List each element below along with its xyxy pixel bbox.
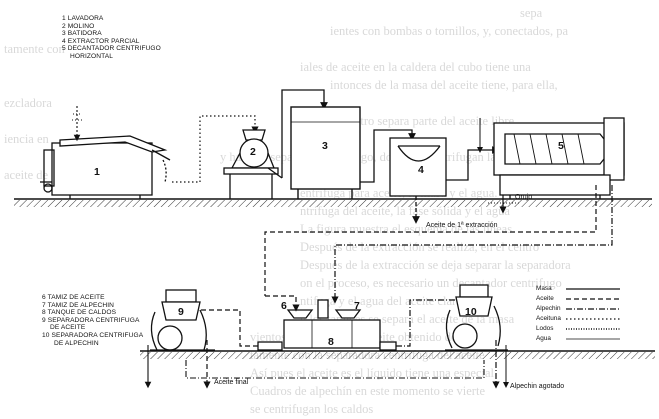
legend-item-8: 8 TANQUE DE CALDOS [42,309,117,317]
machine-separadora-aceite [150,289,215,351]
number-8: 8 [328,336,334,348]
number-5: 5 [558,140,564,152]
recirculation-line [185,360,485,379]
background-text-line: Así pues el aceite es el líquido tiene u… [250,366,495,380]
background-text-line: tamente con [4,42,65,56]
key-aceite: Aceite [536,295,554,302]
label-aceite-primera: Aceite de 1ª extracción [426,222,498,229]
aceite-feed-tamiz [265,295,300,312]
key-lodos: Lodos [536,325,554,332]
background-text-line: ientes con bombas o tornillos, y, conect… [330,24,569,38]
legend-item-10: 10 SEPARADORA CENTRIFUGA [42,331,144,339]
label-orujo: Orujo [515,194,533,201]
key-masa: Masa [536,285,552,292]
legend-item-9b: DE ACEITE [50,324,86,332]
masa-line-to-decantador [446,146,500,181]
number-2: 2 [250,146,256,158]
machine-molino [223,129,283,199]
machine-extractor-parcial [389,137,447,197]
label-alpechin-agotado: Alpechin agotado [510,383,565,390]
aceite-line-down [264,185,597,296]
key-alpechin: Alpechin [536,305,561,312]
machine-decantador [493,117,625,199]
label-aceite-final: Aceite final [214,379,249,386]
legend-item-4: 4 EXTRACTOR PARCIAL [62,37,140,45]
key-agua: Agua [536,335,551,342]
machine-separadora-alpechin [445,284,508,351]
number-10: 10 [465,306,477,318]
number-9: 9 [178,306,184,318]
background-text-line: se centrifugan los caldos [250,402,374,416]
legend-item-5: 5 DECANTADOR CENTRIFUGO [62,45,161,53]
upper-ground [14,198,652,207]
legend-item-10b: DE ALPECHIN [54,339,99,347]
background-text-line: ntrifuga del aceite, la fase sólida y el… [300,204,510,218]
background-text-line: ntifuga y el agua del aceite clarificado [300,294,491,308]
background-text-line: on el proceso, es necesario un decantado… [300,276,562,290]
number-3: 3 [322,140,328,152]
background-text-line: sepa [520,6,543,20]
machine-tamices-tanque [257,299,397,351]
legend-item-2: 2 MOLINO [62,22,95,30]
background-text-line: Cuadros de alpechín en este momento se v… [250,384,485,398]
legend-item-3: 3 BATIDORA [62,30,102,38]
top-legend: 1 LAVADORA 2 MOLINO 3 BATIDORA 4 EXTRACT… [62,15,161,61]
bottom-legend: 6 TAMIZ DE ACEITE 7 TAMIZ DE ALPECHIN 8 … [42,294,143,347]
background-text-line: iales de aceite en la caldera del cubo t… [300,60,531,74]
background-text-line: intonces de la masa del aceite tiene, pa… [330,78,558,92]
background-text-line: ezcladora [4,96,52,110]
machine-lavadora [40,135,171,199]
legend-item-5b: HORIZONTAL [70,52,114,60]
number-7: 7 [354,300,360,312]
background-text-line: Después de la extracción se deja separar… [300,258,571,272]
masa-line-to-extractor [360,129,416,183]
number-4: 4 [418,164,424,176]
aceite-line-to-sep9 [176,290,258,347]
key-aceituna: Aceituna [536,315,561,322]
background-text-line: iencia en [4,132,49,146]
legend-item-1: 1 LAVADORA [62,15,104,22]
background-text-line: Después de la extracción se realiza, en … [300,240,540,254]
legend-item-9: 9 SEPARADORA CENTRIFUGA [42,316,140,324]
line-key-swatches [566,288,620,340]
lower-ground [140,350,655,359]
aceituna-feed [72,106,82,142]
alpechin-line-down [331,185,613,304]
number-6: 6 [281,300,287,312]
legend-item-7: 7 TAMIZ DE ALPECHIN [42,301,115,309]
masa-line-to-batidora [281,89,328,178]
machine-batidora [290,106,361,199]
background-text-line: aceite de [4,168,49,182]
number-1: 1 [94,166,100,178]
legend-item-6: 6 TAMIZ DE ACEITE [42,294,105,301]
